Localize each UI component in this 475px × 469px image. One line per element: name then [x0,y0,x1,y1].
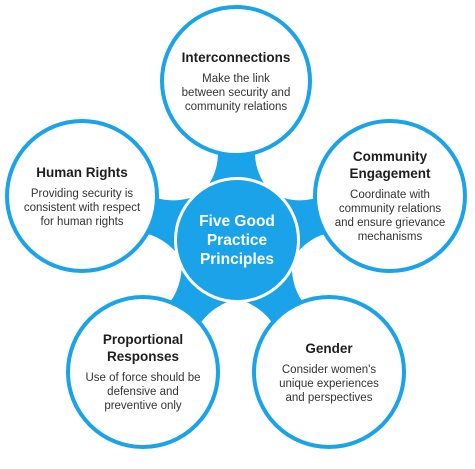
principle-title: Gender [305,340,353,356]
center-hub: Five Good Practice Principles [174,177,300,303]
principle-community-engagement: Community Engagement Coordinate with com… [313,119,467,273]
principle-proportional-responses: Proportional Responses Use of force shou… [66,295,220,449]
principle-human-rights: Human Rights Providing security is consi… [5,119,159,273]
principle-gender: Gender Consider women's unique experienc… [252,295,406,449]
principle-interconnections: Interconnections Make the link between s… [160,5,312,157]
principle-description: Providing security is consistent with re… [23,187,141,228]
principle-description: Coordinate with community relations and … [334,189,446,243]
principle-title: Proportional Responses [102,332,184,364]
principle-title: Human Rights [36,164,128,180]
principle-title: Community Engagement [349,149,431,181]
principle-title: Interconnections [181,49,291,65]
principle-description: Use of force should be defensive and pre… [85,372,201,412]
center-label: Five Good Practice Principles [199,212,275,268]
principle-description: Make the link between security and commu… [181,72,291,113]
principle-description: Consider women's unique experiences and … [279,363,379,404]
